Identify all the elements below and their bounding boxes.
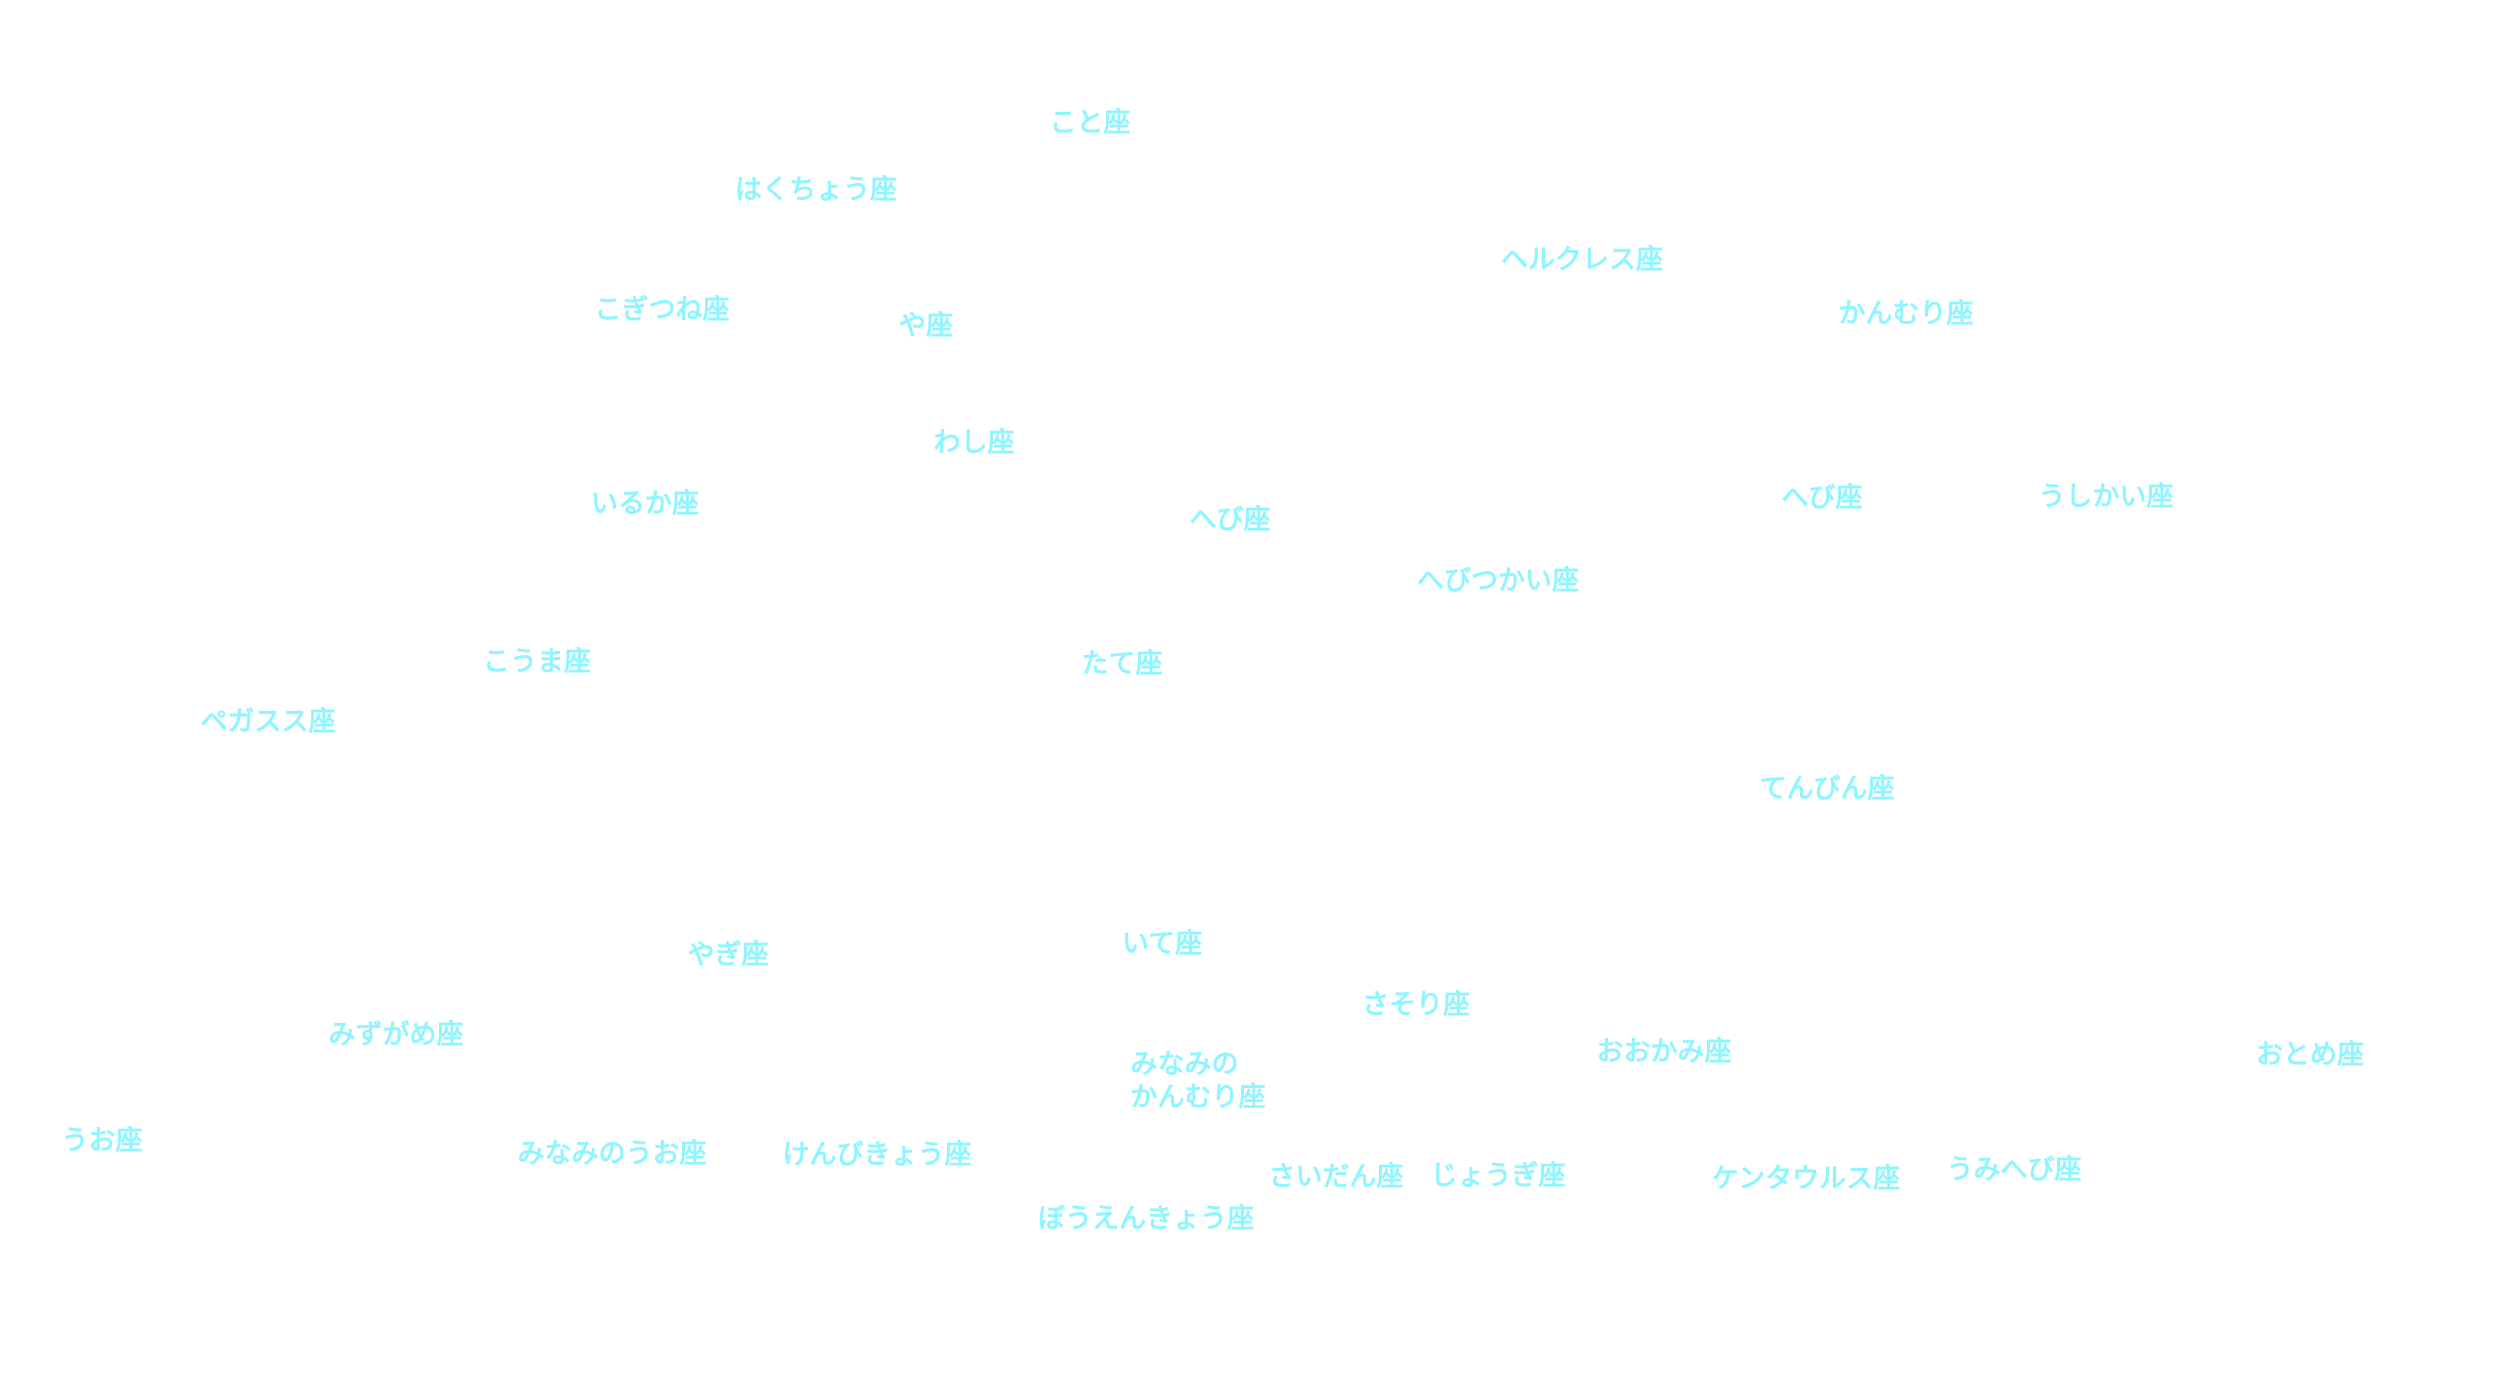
label-bootes: うしかい座 (2038, 481, 2174, 513)
label-pegasus: ペガスス座 (200, 706, 336, 738)
label-aquarius: みずがめ座 (328, 1019, 464, 1051)
label-serpens-cauda: へび座 (1189, 504, 1271, 536)
label-sagitta: や座 (899, 310, 953, 342)
label-ara: さいだん座 (1268, 1161, 1404, 1193)
label-piscis-austrinus: みなみのうお座 (517, 1138, 707, 1170)
label-corona-australis: みなみの かんむり座 (1130, 1049, 1266, 1113)
label-libra: てんびん座 (1759, 773, 1895, 805)
label-equuleus: こうま座 (483, 646, 591, 678)
label-telescopium: ぼうえんきょう座 (1038, 1203, 1254, 1235)
label-pisces: うお座 (61, 1125, 143, 1157)
label-capricornus: やぎ座 (687, 939, 769, 971)
label-serpens-caput: へび座 (1781, 482, 1863, 514)
label-aquila: わし座 (933, 427, 1015, 459)
label-norma: じょうぎ座 (1430, 1160, 1566, 1192)
label-centaurus: ケンタウルス座 (1711, 1163, 1901, 1195)
label-delphinus: いるか座 (591, 488, 699, 520)
label-virgo: おとめ座 (2256, 1039, 2364, 1071)
label-lyra: こと座 (1049, 107, 1131, 139)
label-microscopium: けんびきょう座 (782, 1139, 972, 1171)
label-corona-borealis: かんむり座 (1838, 298, 1974, 330)
label-hydra: うみへび座 (1946, 1154, 2082, 1186)
label-scutum: たて座 (1081, 648, 1163, 680)
label-cygnus: はくちょう座 (735, 174, 897, 206)
label-hercules: ヘルクレス座 (1501, 244, 1663, 276)
label-lupus: おおかみ座 (1596, 1036, 1732, 1068)
label-scorpius: さそり座 (1362, 989, 1470, 1021)
label-ophiuchus: へびつかい座 (1417, 565, 1579, 597)
label-vulpecula: こぎつね座 (594, 294, 730, 326)
label-sagittarius: いて座 (1121, 928, 1203, 960)
